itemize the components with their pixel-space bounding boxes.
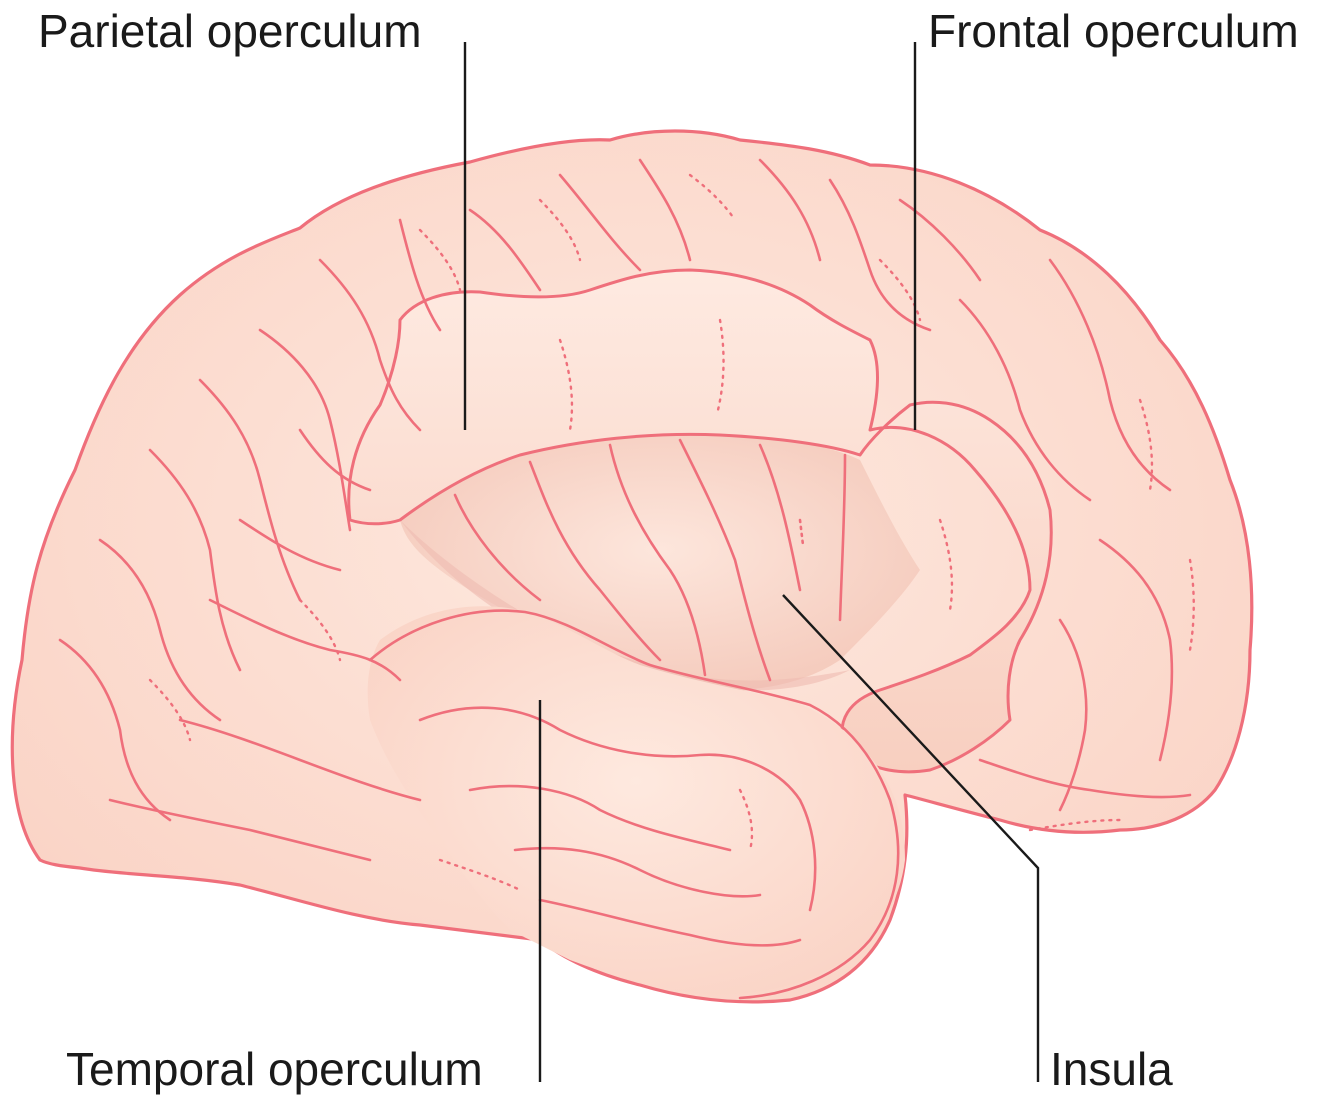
leader-lines [463,42,1040,1082]
insula-region [400,434,920,690]
label-insula: Insula [1050,1043,1173,1095]
leader-line-insula [782,594,1040,1082]
superior-operculum [347,268,1053,774]
cortical-sulci [58,158,1192,1000]
label-parietal-operculum: Parietal operculum [38,5,422,57]
insular-gyri [453,438,847,682]
label-frontal-operculum: Frontal operculum [928,5,1299,57]
label-temporal-operculum: Temporal operculum [66,1043,483,1095]
temporal-lobe-upper-gyrus [367,606,905,995]
insula-shadow [400,520,850,691]
dotted-sulci [148,173,1195,892]
